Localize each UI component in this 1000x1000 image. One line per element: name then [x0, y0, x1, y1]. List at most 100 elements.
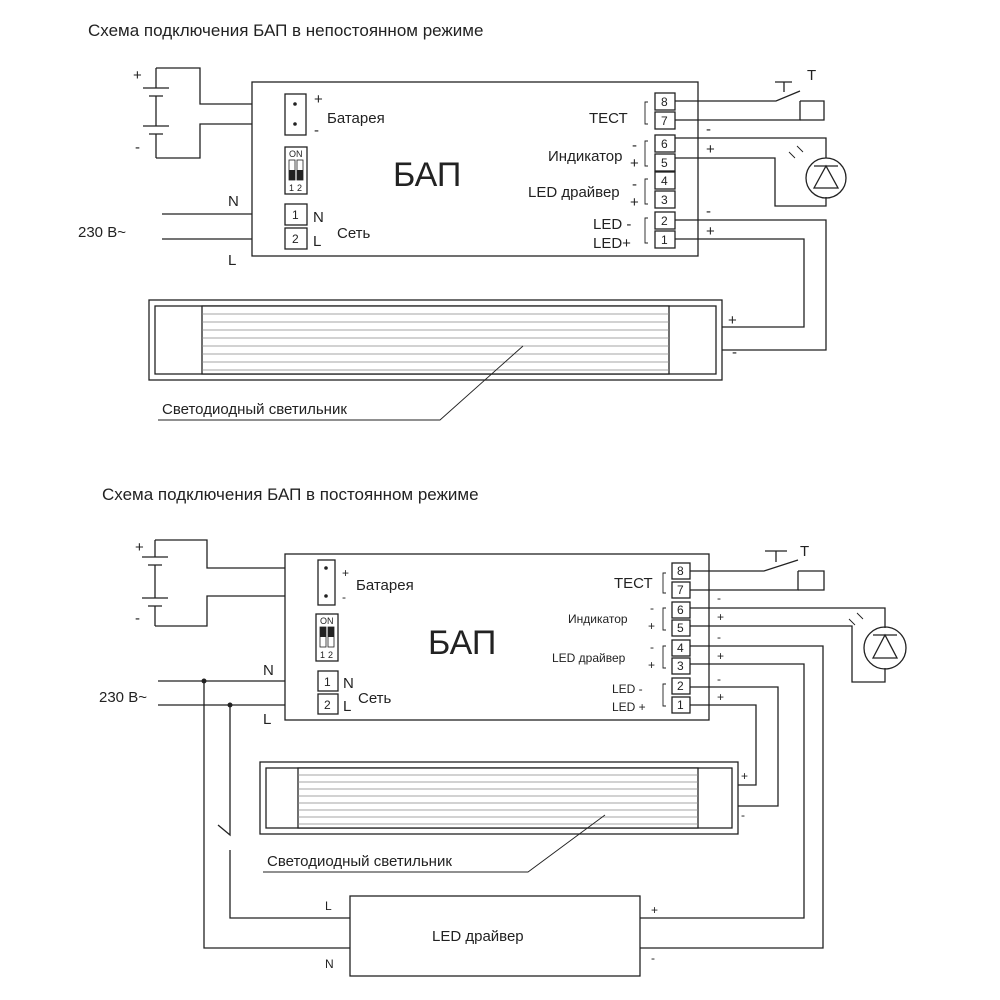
- dip-num-1: 1: [289, 183, 294, 193]
- wire-n-label: N: [263, 662, 274, 679]
- test-switch: T: [690, 543, 825, 591]
- bap-unit: БАП + - Батарея ON 1 2 1: [251, 81, 699, 257]
- terminal-2-sign: -: [717, 672, 721, 686]
- luminaire-minus: -: [741, 808, 745, 822]
- test-label: ТЕСТ: [614, 575, 653, 592]
- diagram-maintained: Схема подключения БАП в постоянном режим…: [99, 485, 907, 977]
- led-driver-box-label: LED драйвер: [432, 928, 524, 945]
- driver-minus-label: -: [651, 951, 655, 965]
- terminal-2: 2: [677, 679, 684, 693]
- mains-label: Сеть: [358, 690, 392, 707]
- terminal-2: 2: [661, 214, 668, 228]
- led-luminaire: Светодиодный светильник: [148, 299, 723, 421]
- indicator-lamp: - +: [690, 591, 907, 683]
- diagram-title: Схема подключения БАП в постоянном режим…: [102, 485, 479, 504]
- mains-wiring: 230 В~ N L: [99, 662, 350, 949]
- mains-terminal-2: 2: [292, 232, 299, 246]
- indicator-lamp: - +: [675, 121, 847, 207]
- terminal-1-sign: +: [717, 690, 724, 704]
- led-plus-label: LED+: [593, 235, 631, 252]
- terminal-4-sign: -: [717, 630, 721, 644]
- terminal-4: 4: [661, 174, 668, 188]
- battery-symbol: + -: [133, 67, 285, 159]
- test-switch: T: [675, 67, 825, 121]
- led-driver-minus: -: [650, 640, 654, 654]
- mains-wiring: 230 В~ N L: [78, 193, 285, 269]
- battery-connector: [317, 559, 336, 606]
- bap-unit: БАП + - Батарея ON 1 2 1 2 N: [284, 553, 710, 721]
- switch-t-label: T: [807, 67, 816, 84]
- battery-plus-sign: +: [135, 539, 144, 556]
- terminal-3: 3: [677, 659, 684, 673]
- luminaire-plus: +: [728, 312, 737, 329]
- indicator-minus: -: [632, 137, 637, 154]
- battery-symbol: + -: [135, 539, 318, 627]
- terminal-5: 5: [677, 621, 684, 635]
- output-terminal-block: 8 7 6 5 4 3 2 1: [644, 92, 676, 249]
- dip-on-label: ON: [289, 149, 303, 159]
- led-driver-label: LED драйвер: [528, 184, 620, 201]
- mains-terminal-block: 1 2 N L Сеть: [284, 203, 371, 250]
- terminal-8: 8: [677, 564, 684, 578]
- terminal-3-sign: +: [717, 649, 724, 663]
- mains-n-label: N: [343, 675, 354, 692]
- indicator-label: Индикатор: [548, 148, 623, 165]
- diagram-non-maintained: Схема подключения БАП в непостоянном реж…: [78, 21, 847, 421]
- driver-plus-label: +: [651, 903, 658, 917]
- mains-l-label: L: [313, 233, 321, 250]
- led-driver-plus: +: [648, 658, 655, 672]
- test-label: ТЕСТ: [589, 110, 628, 127]
- led-output-wiring: - + - + + -: [640, 630, 824, 949]
- indicator-label: Индикатор: [568, 612, 628, 626]
- terminal-7: 7: [661, 114, 668, 128]
- dip-num-2: 2: [297, 183, 302, 193]
- mains-l-label: L: [343, 698, 351, 715]
- battery-plus-sign: +: [133, 67, 142, 84]
- led-driver-plus: +: [630, 194, 639, 211]
- battery-label: Батарея: [356, 577, 414, 594]
- dip-num-2: 2: [328, 650, 333, 660]
- battery-minus: -: [342, 590, 346, 604]
- terminal-4: 4: [677, 641, 684, 655]
- mains-terminal-2: 2: [324, 698, 331, 712]
- terminal-8: 8: [661, 95, 668, 109]
- bap-label: БАП: [393, 156, 461, 194]
- led-minus-label: LED -: [612, 682, 643, 696]
- driver-n-label: N: [325, 957, 334, 971]
- terminal-5-sign: +: [717, 610, 724, 624]
- indicator-plus: +: [630, 155, 639, 172]
- dip-num-1: 1: [320, 650, 325, 660]
- mains-terminal-1: 1: [292, 208, 299, 222]
- dip-on-label: ON: [320, 616, 334, 626]
- indicator-minus: -: [650, 601, 654, 615]
- battery-connector: [284, 93, 307, 136]
- terminal-5: 5: [661, 156, 668, 170]
- dip-switch: ON 1 2: [284, 146, 308, 195]
- luminaire-plus: +: [741, 769, 748, 783]
- led-output-wiring: - + + -: [675, 203, 827, 361]
- terminal-6: 6: [677, 603, 684, 617]
- indicator-plus: +: [648, 619, 655, 633]
- switch-t-label: T: [800, 543, 809, 560]
- luminaire-label: Светодиодный светильник: [267, 853, 452, 870]
- terminal-6: 6: [661, 137, 668, 151]
- terminal-6-sign: -: [706, 121, 711, 138]
- wire-l-label: L: [263, 711, 271, 728]
- terminal-2-sign: -: [706, 203, 711, 220]
- output-terminal-block: 8 7 6 5 4 3 2 1: [662, 562, 691, 714]
- battery-label: Батарея: [327, 110, 385, 127]
- mains-n-label: N: [313, 209, 324, 226]
- led-luminaire: Светодиодный светильник: [259, 761, 739, 873]
- diagram-title: Схема подключения БАП в непостоянном реж…: [88, 21, 483, 40]
- terminal-3: 3: [661, 193, 668, 207]
- led-plus-label: LED +: [612, 700, 646, 714]
- mains-label: Сеть: [337, 225, 371, 242]
- mains-terminal-block: 1 2 N L Сеть: [317, 670, 392, 715]
- battery-minus-sign: -: [135, 610, 140, 627]
- battery-plus: +: [342, 566, 349, 580]
- battery-minus: -: [314, 122, 319, 139]
- terminal-1-sign: +: [706, 223, 715, 240]
- terminal-5-sign: +: [706, 141, 715, 158]
- terminal-1: 1: [677, 698, 684, 712]
